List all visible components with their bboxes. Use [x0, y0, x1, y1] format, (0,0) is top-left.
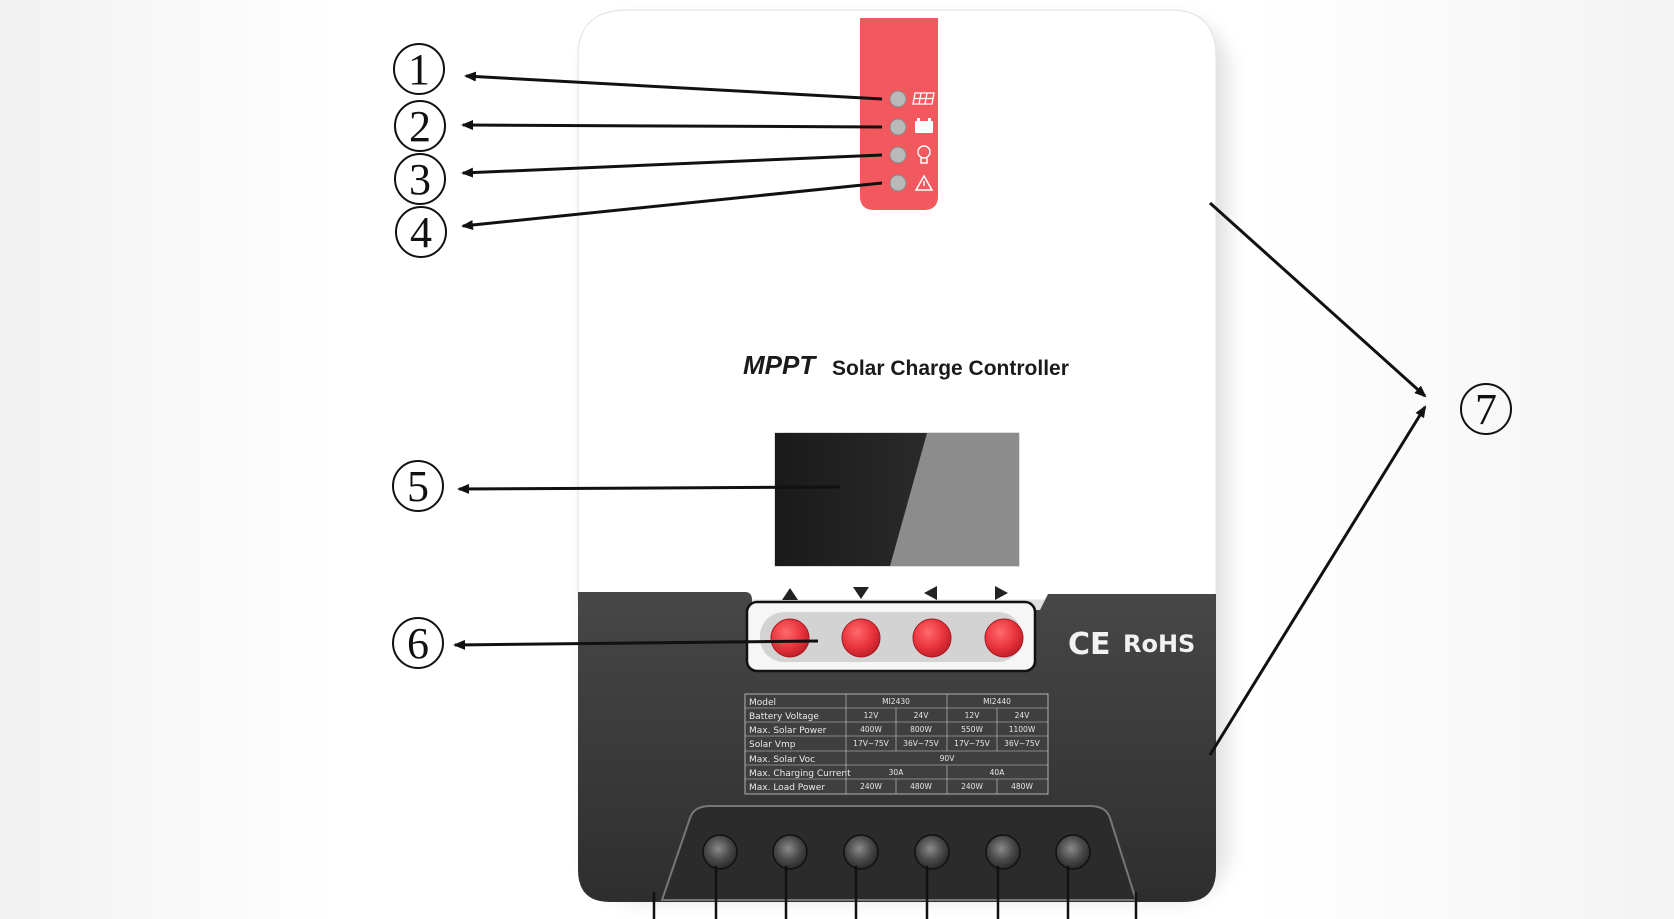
- spec-cell: 30A: [889, 768, 905, 777]
- callout-4: 4: [395, 206, 447, 258]
- product-name: Solar Charge Controller: [832, 357, 1069, 380]
- terminal-screws: [702, 834, 1091, 870]
- terminal-screw: [1055, 834, 1091, 870]
- callout-arrow-5: [457, 483, 841, 494]
- spec-header-model-b: MI2440: [983, 697, 1011, 706]
- spec-cell: 1100W: [1009, 725, 1036, 734]
- spec-cell: 40A: [990, 768, 1006, 777]
- spec-cell: 240W: [860, 782, 882, 791]
- indicator-leds: [889, 90, 907, 192]
- spec-header-model-a: MI2430: [882, 697, 910, 706]
- rohs-mark: RoHS: [1123, 630, 1195, 658]
- spec-row-label: Max. Charging Current: [749, 769, 851, 779]
- callout-7: 7: [1460, 383, 1512, 435]
- callout-5: 5: [392, 460, 444, 512]
- arrow-up-icon: [782, 588, 798, 600]
- arrow-left-icon: [924, 586, 937, 600]
- spec-cell: 90V: [940, 754, 956, 763]
- terminal-bay: [660, 805, 1138, 901]
- callout-number: 4: [410, 208, 432, 257]
- terminal-wires: [652, 866, 1138, 919]
- spec-cell: 36V~75V: [903, 739, 940, 748]
- terminal-screw: [843, 834, 879, 870]
- indicator-panel: [860, 18, 938, 210]
- callout-arrow-4: [461, 181, 883, 230]
- spec-cell: 36V~75V: [1004, 739, 1041, 748]
- spec-cell: 12V: [864, 711, 880, 720]
- spec-row-label: Max. Solar Voc: [749, 755, 815, 765]
- spec-cell: 240W: [961, 782, 983, 791]
- callout-arrow-1: [464, 71, 883, 101]
- callout-number: 1: [408, 45, 430, 94]
- callout-arrows: [453, 71, 1427, 756]
- led-load: [889, 146, 907, 164]
- callout-number: 6: [407, 619, 429, 668]
- led-solar: [889, 90, 907, 108]
- arrow-down-icon: [853, 587, 869, 599]
- spec-cell: 800W: [910, 725, 932, 734]
- battery-icon: [915, 118, 933, 133]
- callout-arrow-7b: [1208, 405, 1427, 756]
- spec-row-label: Battery Voltage: [749, 712, 819, 722]
- spec-cell: 12V: [965, 711, 981, 720]
- callout-arrow-3: [461, 153, 883, 178]
- callout-arrow-6: [453, 639, 819, 650]
- led-fault: [889, 174, 907, 192]
- callout-number: 7: [1475, 385, 1497, 434]
- spec-row-label: Max. Load Power: [749, 783, 825, 793]
- spec-cell: 550W: [961, 725, 983, 734]
- bulb-icon: [917, 145, 931, 164]
- button-left[interactable]: [912, 618, 952, 658]
- button-down[interactable]: [841, 618, 881, 658]
- button-tray: [760, 612, 1022, 662]
- spec-cell: 400W: [860, 725, 882, 734]
- callout-1: 1: [393, 43, 445, 95]
- callout-arrow-2: [461, 120, 883, 131]
- callout-arrow-7a: [1208, 201, 1427, 398]
- spec-header-label: Model: [749, 698, 776, 708]
- callout-2: 2: [394, 100, 446, 152]
- led-battery: [889, 118, 907, 136]
- spec-cell: 480W: [1011, 782, 1033, 791]
- spec-cell: 480W: [910, 782, 932, 791]
- lcd-display: [774, 432, 1020, 567]
- solar-panel-icon: [912, 92, 935, 105]
- callout-number: 2: [409, 102, 431, 151]
- terminal-screw: [772, 834, 808, 870]
- spec-table: Model MI2430 MI2440 Battery Voltage 12V …: [744, 693, 1049, 795]
- callout-6: 6: [392, 617, 444, 669]
- brand-mark: MPPT: [743, 350, 817, 380]
- terminal-screw: [702, 834, 738, 870]
- ce-mark: CE: [1068, 627, 1111, 662]
- spec-cell: 24V: [914, 711, 930, 720]
- spec-cell: 17V~75V: [853, 739, 890, 748]
- button-right[interactable]: [984, 618, 1024, 658]
- button-direction-arrows: [782, 586, 1008, 600]
- terminal-screw: [985, 834, 1021, 870]
- spec-row-label: Max. Solar Power: [749, 726, 827, 736]
- callout-number: 5: [407, 462, 429, 511]
- warning-icon: [914, 174, 934, 191]
- spec-cell: 24V: [1015, 711, 1031, 720]
- arrow-right-icon: [995, 586, 1008, 600]
- button-up[interactable]: [770, 618, 810, 658]
- terminal-screw: [914, 834, 950, 870]
- spec-row-label: Solar Vmp: [749, 740, 796, 750]
- callout-number: 3: [409, 155, 431, 204]
- callout-3: 3: [394, 153, 446, 205]
- spec-cell: 17V~75V: [954, 739, 991, 748]
